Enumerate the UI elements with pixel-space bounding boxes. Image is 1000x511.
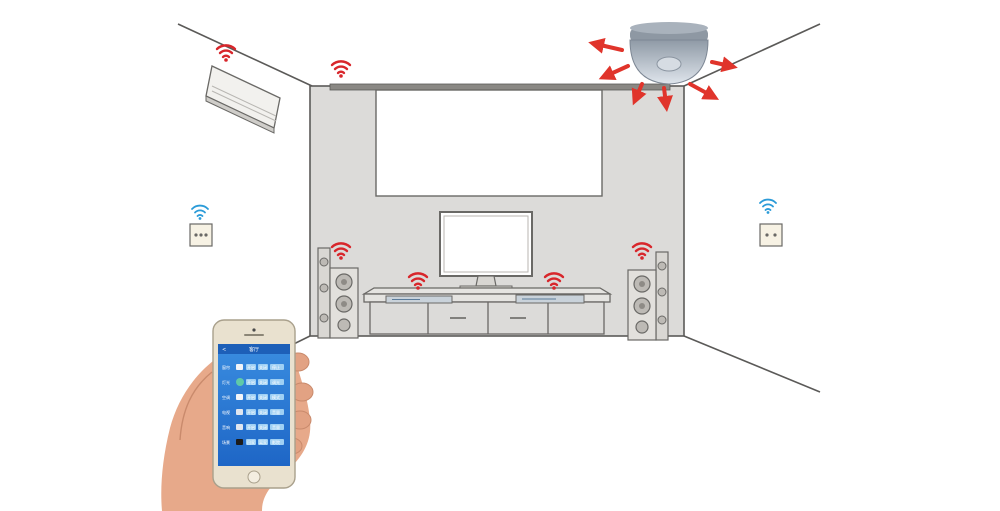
phone-row-label: 场景 (222, 439, 230, 445)
phone-btn-1[interactable]: 回家 (247, 439, 255, 445)
phone-btn-1[interactable]: 开启 (247, 424, 255, 430)
air-conditioner (205, 65, 281, 134)
phone-row-label: 电视 (222, 409, 230, 415)
wifi-icon-ac (215, 44, 237, 63)
phone-btn-3[interactable]: 音量 (272, 424, 280, 430)
phone-row-label: 窗帘 (222, 364, 230, 370)
phone-btn-1[interactable]: 开启 (247, 409, 255, 415)
tv-cabinet (361, 287, 613, 335)
phone-row[interactable]: 空调 开启 关闭 模式 (222, 394, 284, 400)
phone-back-button[interactable]: < (222, 347, 226, 353)
phone-row[interactable]: 窗帘 开启 关闭 停止 (222, 364, 284, 370)
phone-row-label: 灯光 (222, 379, 230, 385)
phone-btn-3[interactable]: 模式 (272, 394, 280, 400)
ceiling-sensor (629, 22, 709, 85)
phone-screen[interactable] (218, 344, 290, 466)
wifi-icon-rail (330, 60, 352, 80)
phone-title: 客厅 (249, 346, 259, 353)
phone-row-label: 音响 (222, 424, 230, 430)
phone-btn-1[interactable]: 开启 (247, 364, 255, 370)
phone-row[interactable]: 音响 开启 关闭 音量 (222, 424, 284, 430)
phone-btn-2[interactable]: 关闭 (259, 394, 267, 400)
phone-btn-2[interactable]: 关闭 (259, 409, 267, 415)
phone-btn-1[interactable]: 开启 (247, 394, 255, 400)
media-player-left (385, 295, 453, 304)
phone-row[interactable]: 电视 开启 关闭 音量 (222, 409, 284, 415)
phone-row[interactable]: 场景 回家 离家 影院 (222, 439, 284, 445)
phone-btn-3[interactable]: 停止 (272, 364, 280, 370)
projector-screen (375, 89, 603, 197)
television (439, 211, 533, 291)
phone-btn-3[interactable]: 音量 (272, 409, 280, 415)
phone-btn-1[interactable]: 开启 (247, 379, 255, 385)
speaker-left (317, 247, 359, 339)
phone-control-list: 窗帘 开启 关闭 停止 灯光 开启 关闭 调光 空调 (222, 364, 284, 445)
wall-switch-right (759, 223, 783, 247)
smartphone: < 客厅 窗帘 开启 关闭 停止 灯光 开启 关闭 调光 (212, 319, 296, 489)
phone-row[interactable]: 灯光 开启 关闭 调光 (222, 378, 284, 386)
curtain-rail (329, 83, 671, 91)
phone-btn-2[interactable]: 离家 (259, 439, 267, 445)
speaker-right (627, 251, 669, 341)
phone-row-label: 空调 (222, 394, 230, 400)
phone-btn-3[interactable]: 影院 (272, 439, 280, 445)
phone-btn-2[interactable]: 关闭 (259, 424, 267, 430)
wifi-icon-switch-left (191, 204, 209, 221)
phone-btn-2[interactable]: 关闭 (259, 364, 267, 370)
media-player-right (515, 294, 585, 304)
wifi-icon-switch-right (759, 198, 777, 215)
wall-switch-left (189, 223, 213, 247)
sensor-arrows (588, 38, 738, 112)
phone-btn-2[interactable]: 关闭 (259, 379, 267, 385)
phone-btn-3[interactable]: 调光 (272, 379, 280, 385)
